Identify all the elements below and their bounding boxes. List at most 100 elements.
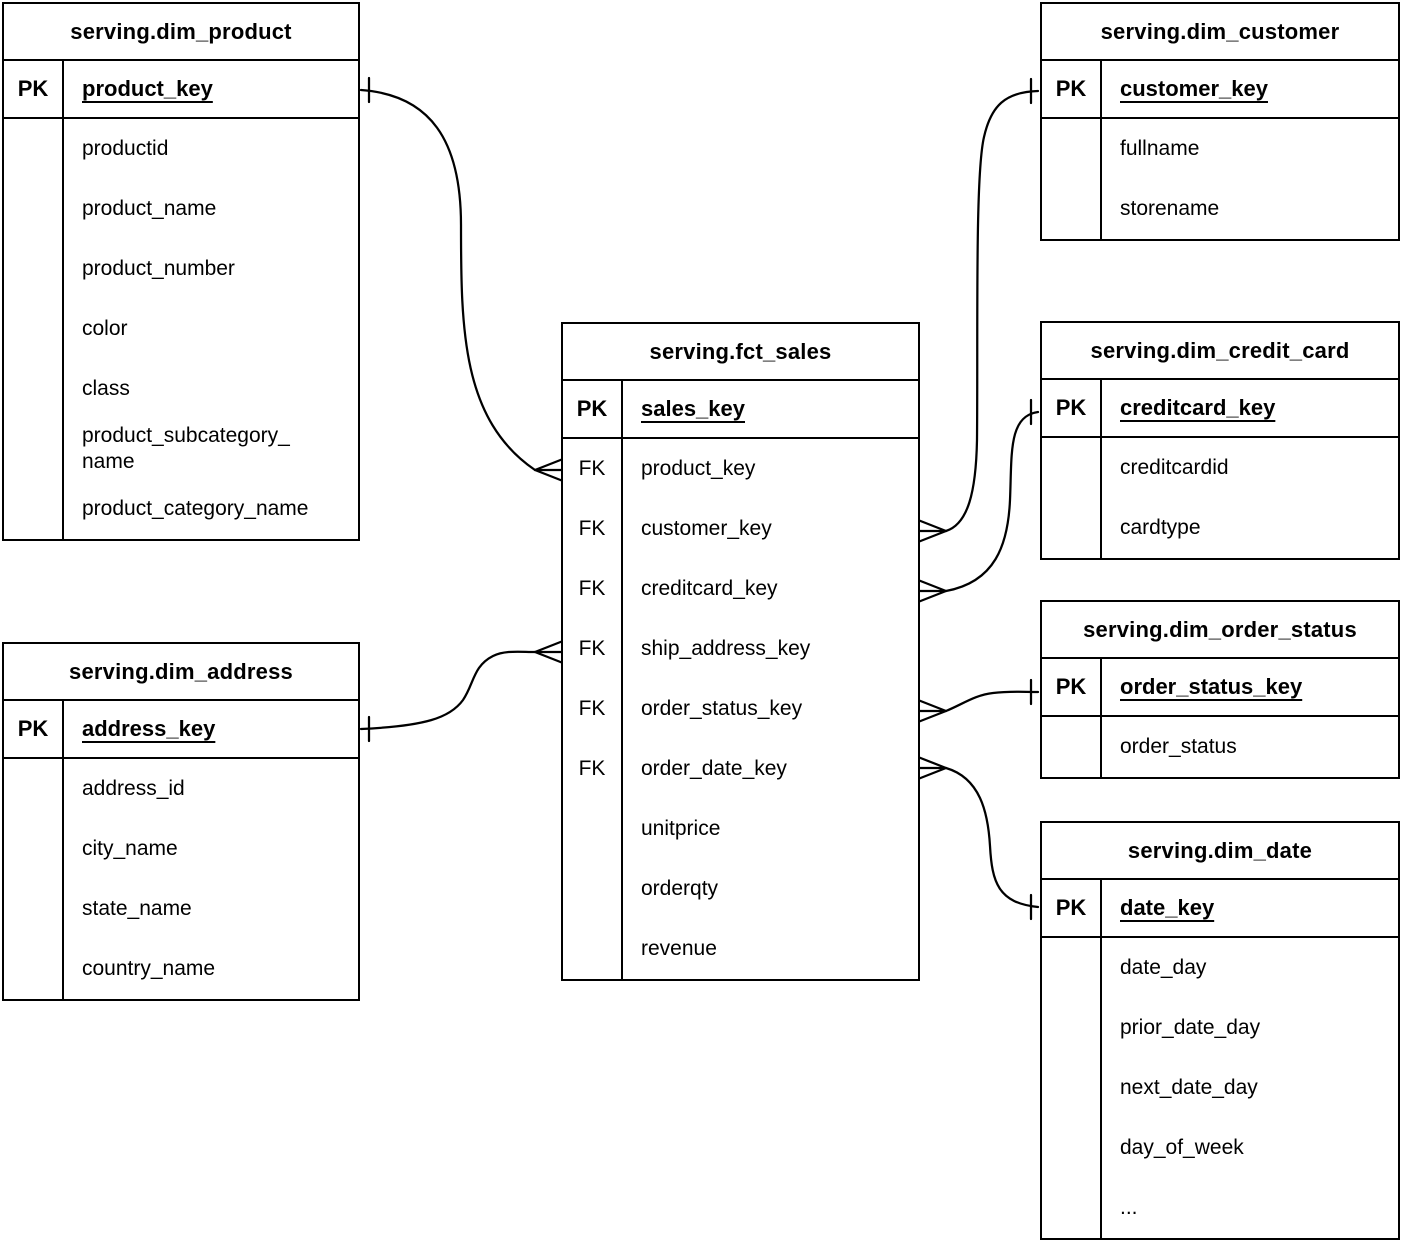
pk-field-name: creditcard_key bbox=[1120, 394, 1276, 420]
field-row: creditcardid bbox=[1042, 438, 1398, 498]
pk-field-name: sales_key bbox=[641, 395, 745, 421]
field-row: next_date_day bbox=[1042, 1058, 1398, 1118]
field-badge-empty bbox=[4, 819, 64, 879]
relationship-fct_sales-dim_customer bbox=[916, 77, 1040, 544]
field-name: next_date_day bbox=[1120, 1076, 1258, 1100]
pk-badge: PK bbox=[563, 381, 623, 437]
fk-badge: FK bbox=[563, 619, 623, 679]
table-fields: productid product_name product_number co… bbox=[4, 119, 358, 539]
field-row: product_name bbox=[4, 179, 358, 239]
table-fields: FK product_key FK customer_key FK credit… bbox=[563, 439, 918, 979]
table-dim_product: serving.dim_product PK product_key produ… bbox=[2, 2, 360, 541]
field-badge-empty bbox=[1042, 119, 1102, 179]
table-fields: order_status bbox=[1042, 717, 1398, 777]
relationship-dim_product-fct_sales bbox=[359, 76, 565, 483]
field-badge-empty bbox=[4, 239, 64, 299]
pk-badge: PK bbox=[4, 61, 64, 117]
field-name: product_subcategory_ name bbox=[82, 424, 290, 473]
table-dim_address: serving.dim_address PK address_key addre… bbox=[2, 642, 360, 1001]
table-dim_order_status: serving.dim_order_status PK order_status… bbox=[1040, 600, 1400, 779]
field-row: FK customer_key bbox=[563, 499, 918, 559]
table-fields: creditcardid cardtype bbox=[1042, 438, 1398, 558]
pk-row: PK sales_key bbox=[563, 381, 918, 439]
pk-field-name: order_status_key bbox=[1120, 673, 1303, 699]
field-name: ship_address_key bbox=[641, 637, 811, 661]
table-fct_sales: serving.fct_sales PK sales_key FK produc… bbox=[561, 322, 920, 981]
field-badge-empty bbox=[1042, 438, 1102, 498]
field-name: cardtype bbox=[1120, 516, 1201, 540]
field-name: orderqty bbox=[641, 877, 719, 901]
field-name: class bbox=[82, 377, 130, 401]
pk-badge: PK bbox=[1042, 880, 1102, 936]
field-name: storename bbox=[1120, 197, 1220, 221]
connector-line bbox=[359, 650, 537, 731]
many-marker-icon bbox=[533, 457, 565, 483]
fk-badge: FK bbox=[563, 499, 623, 559]
pk-row: PK date_key bbox=[1042, 880, 1398, 938]
table-title: serving.fct_sales bbox=[563, 324, 918, 381]
table-fields: address_id city_name state_name country_… bbox=[4, 759, 358, 999]
field-row: product_number bbox=[4, 239, 358, 299]
field-row: FK order_date_key bbox=[563, 739, 918, 799]
pk-field-name: product_key bbox=[82, 75, 213, 101]
pk-badge: PK bbox=[1042, 61, 1102, 117]
connector-line bbox=[944, 766, 1040, 909]
fk-badge: FK bbox=[563, 559, 623, 619]
field-name: state_name bbox=[82, 897, 192, 921]
pk-badge: PK bbox=[4, 701, 64, 757]
field-name: order_status_key bbox=[641, 697, 803, 721]
fk-badge: FK bbox=[563, 679, 623, 739]
field-row: storename bbox=[1042, 179, 1398, 239]
fk-badge: FK bbox=[563, 439, 623, 499]
table-dim_credit_card: serving.dim_credit_card PK creditcard_ke… bbox=[1040, 321, 1400, 560]
field-badge-empty bbox=[4, 299, 64, 359]
field-name: product_number bbox=[82, 257, 235, 281]
table-dim_customer: serving.dim_customer PK customer_key ful… bbox=[1040, 2, 1400, 241]
field-badge-empty bbox=[4, 359, 64, 419]
pk-field-name: address_key bbox=[82, 715, 216, 741]
many-marker-icon bbox=[916, 518, 948, 544]
pk-field-name: date_key bbox=[1120, 894, 1215, 920]
fk-badge: FK bbox=[563, 739, 623, 799]
many-marker-icon bbox=[916, 755, 948, 781]
field-badge-empty bbox=[1042, 717, 1102, 777]
field-name: color bbox=[82, 317, 128, 341]
pk-row: PK address_key bbox=[4, 701, 358, 759]
field-row: orderqty bbox=[563, 859, 918, 919]
field-name: day_of_week bbox=[1120, 1136, 1244, 1160]
field-badge-empty bbox=[1042, 1118, 1102, 1178]
field-row: FK ship_address_key bbox=[563, 619, 918, 679]
connector-line bbox=[944, 690, 1040, 713]
field-badge-empty bbox=[4, 419, 64, 479]
field-badge-empty bbox=[4, 759, 64, 819]
field-name: creditcardid bbox=[1120, 456, 1229, 480]
field-row: class bbox=[4, 359, 358, 419]
field-name: revenue bbox=[641, 937, 717, 961]
field-name: date_day bbox=[1120, 956, 1207, 980]
field-badge-empty bbox=[4, 119, 64, 179]
pk-badge: PK bbox=[1042, 380, 1102, 436]
field-name: prior_date_day bbox=[1120, 1016, 1261, 1040]
field-row: order_status bbox=[1042, 717, 1398, 777]
table-title: serving.dim_order_status bbox=[1042, 602, 1398, 659]
relationship-fct_sales-dim_order_status bbox=[916, 678, 1040, 724]
field-row: city_name bbox=[4, 819, 358, 879]
field-badge-empty bbox=[4, 179, 64, 239]
field-row: country_name bbox=[4, 939, 358, 999]
field-name: ... bbox=[1120, 1196, 1138, 1220]
field-row: address_id bbox=[4, 759, 358, 819]
connector-line bbox=[944, 89, 1040, 533]
field-name: fullname bbox=[1120, 137, 1200, 161]
table-title: serving.dim_customer bbox=[1042, 4, 1398, 61]
field-row: revenue bbox=[563, 919, 918, 979]
connector-line bbox=[359, 88, 537, 472]
pk-row: PK order_status_key bbox=[1042, 659, 1398, 717]
pk-row: PK creditcard_key bbox=[1042, 380, 1398, 438]
relationship-fct_sales-dim_date bbox=[916, 755, 1040, 921]
field-badge-empty bbox=[1042, 1058, 1102, 1118]
pk-field-name: customer_key bbox=[1120, 75, 1268, 101]
table-fields: date_day prior_date_day next_date_day da… bbox=[1042, 938, 1398, 1238]
field-name: order_status bbox=[1120, 735, 1237, 759]
field-badge-empty bbox=[4, 939, 64, 999]
